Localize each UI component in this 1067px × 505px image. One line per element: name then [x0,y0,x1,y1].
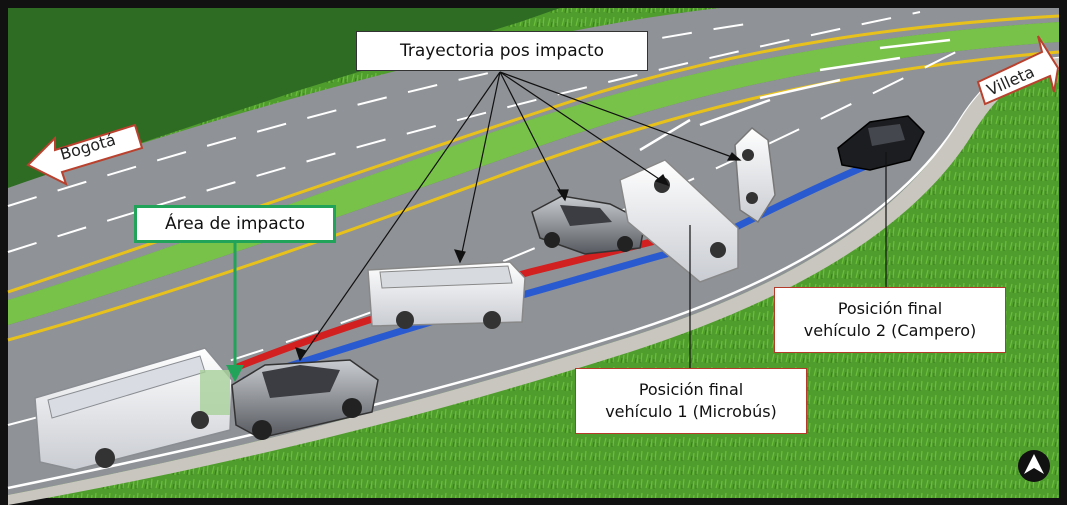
final-position-vehicle1-callout: Posición final vehículo 1 (Microbús) [575,368,807,434]
impact-pointer [226,243,244,382]
parking-marks [639,38,951,152]
upper-lane-line [7,21,761,207]
upper-lane-line-2 [7,11,921,253]
trajectory-callout: Trayectoria pos impacto [356,31,648,71]
microbus-final-position [619,159,739,283]
bus-middle [367,261,526,329]
final-vehicle1-line1: Posición final [638,380,744,400]
impact-area-callout: Área de impacto [134,205,336,243]
suv-rolled [531,195,646,255]
final-position-leaders [689,152,887,368]
final-vehicle2-line2: vehículo 2 (Campero) [803,321,977,340]
hedge [8,8,560,188]
lower-center-line [7,50,1060,342]
impact-area-callout-text: Área de impacto [164,213,306,234]
north-arrow-icon [1018,450,1050,482]
trajectory-vehicle2 [241,156,884,384]
trajectory-callout-text: Trayectoria pos impacto [399,40,605,61]
sign-bogota: Bogotá [26,123,144,186]
final-vehicle1-line2: vehículo 1 (Microbús) [605,402,777,421]
trajectory-leader-lines [295,71,742,362]
campero-at-impact [231,359,379,440]
final-vehicle2-line1: Posición final [837,299,943,319]
small-car-overturned [734,127,776,224]
final-position-vehicle2-callout: Posición final vehículo 2 (Campero) [774,287,1006,353]
campero-final-position [837,115,925,171]
microbus-at-impact [34,347,233,471]
